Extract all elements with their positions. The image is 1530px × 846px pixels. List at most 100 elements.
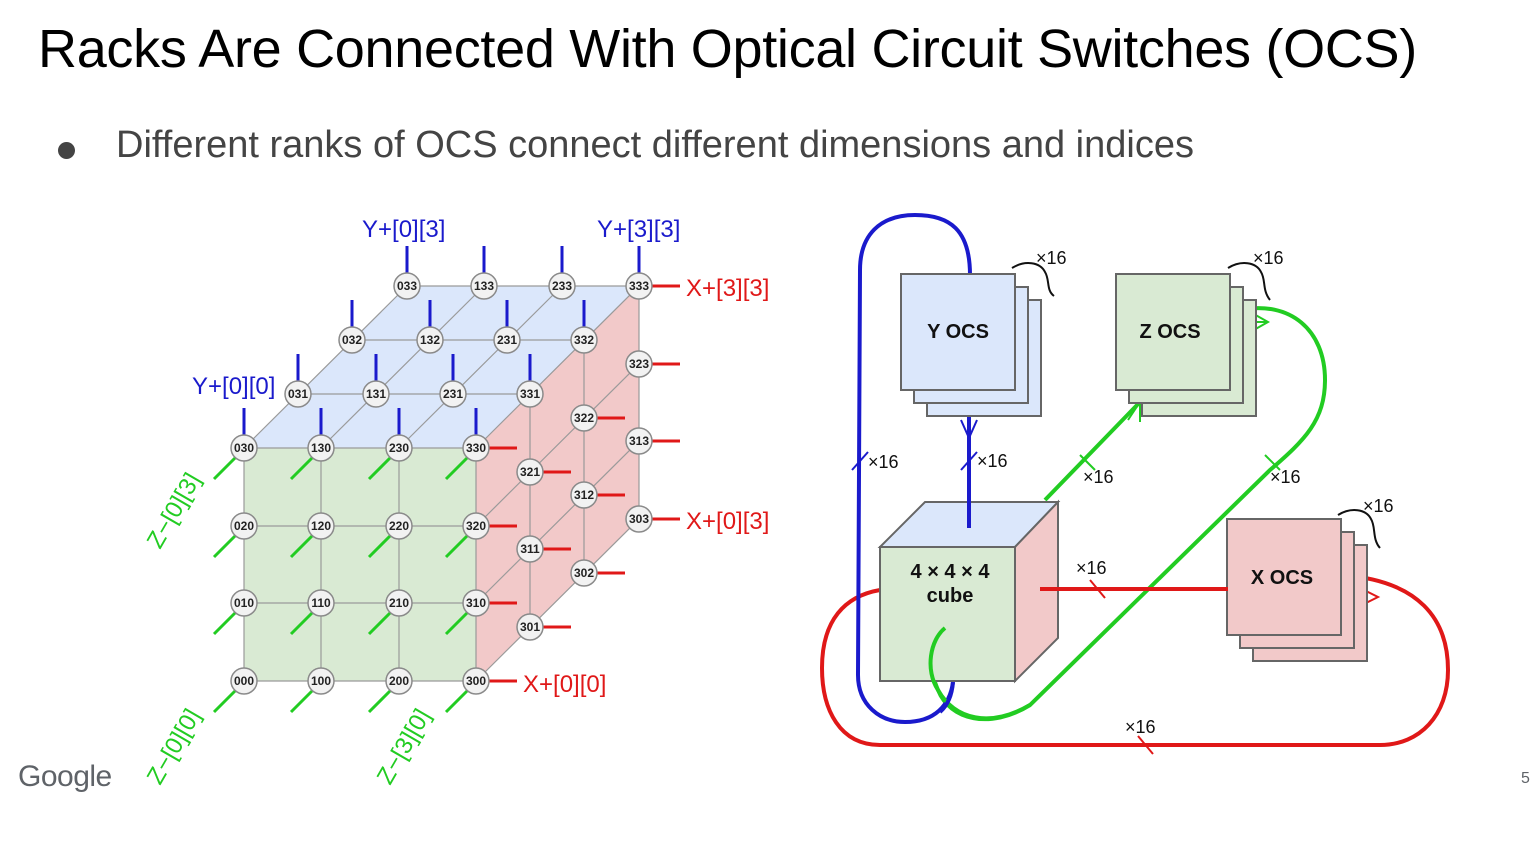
z-links [212,455,470,714]
svg-text:130: 130 [311,441,331,455]
rack-node: 320 [462,512,490,540]
rack-node: 231 [493,326,521,354]
rack-node: 301 [516,613,544,641]
multiplier-x-ocs: ×16 [1363,496,1394,516]
rack-node: 131 [362,380,390,408]
rack-node: 330 [462,434,490,462]
label-x-0-3: X+[0][3] [686,508,769,535]
rack-node: 200 [385,667,413,695]
z-ocs-label: Z OCS [1139,321,1200,343]
y-links [242,246,641,436]
page-number: 5 [1521,770,1530,787]
svg-text:231: 231 [497,333,517,347]
ocs-topology-diagram: Y OCS Z OCS X OCS 4 × 4 × 4 cube [819,212,1451,755]
svg-text:000: 000 [234,674,254,688]
svg-text:332: 332 [574,333,594,347]
multiplier-y-ocs: ×16 [1036,248,1067,268]
svg-text:210: 210 [389,596,409,610]
multiplier-x-loop: ×16 [1125,717,1156,737]
rack-node: 323 [625,350,653,378]
rack-node: 231 [439,380,467,408]
rack-node: 233 [548,272,576,300]
rack-node: 313 [625,427,653,455]
rack-node: 132 [416,326,444,354]
rack-node: 031 [284,380,312,408]
svg-text:313: 313 [629,434,649,448]
x-links [489,284,680,683]
svg-text:131: 131 [366,387,386,401]
rack-node: 303 [625,505,653,533]
svg-text:132: 132 [420,333,440,347]
label-z-0-3: Z−[0][3] [142,468,206,553]
multiplier-z-cube: ×16 [1083,467,1114,487]
svg-text:301: 301 [520,620,540,634]
bullet-text: Different ranks of OCS connect different… [116,124,1194,166]
label-y-0-0: Y+[0][0] [192,373,275,400]
cube-side-face [476,286,639,681]
cube-label-dimensions: 4 × 4 × 4 [911,561,991,583]
x-ocs-label: X OCS [1251,567,1313,589]
rack-node: 130 [307,434,335,462]
rack-node: 230 [385,434,413,462]
rack-node: 010 [230,589,258,617]
svg-text:032: 032 [342,333,362,347]
z-link-ticks [1079,454,1281,471]
rack-node: 312 [570,481,598,509]
rack-node: 033 [393,272,421,300]
svg-text:010: 010 [234,596,254,610]
slide-title: Racks Are Connected With Optical Circuit… [38,19,1417,79]
label-y-3-3: Y+[3][3] [597,216,680,243]
multiplier-y-loop: ×16 [868,452,899,472]
label-z-0-0: Z−[0][0] [142,704,206,789]
svg-text:303: 303 [629,512,649,526]
svg-text:302: 302 [574,566,594,580]
svg-text:100: 100 [311,674,331,688]
rack-node: 110 [307,589,335,617]
svg-text:220: 220 [389,519,409,533]
label-x-0-0: X+[0][0] [523,671,606,698]
svg-text:020: 020 [234,519,254,533]
z-ocs-stack: Z OCS [1115,273,1257,417]
y-link-ticks [851,451,978,471]
multiplier-y-down: ×16 [977,451,1008,471]
svg-text:333: 333 [629,279,649,293]
stack-braces [1011,262,1381,549]
svg-text:323: 323 [629,357,649,371]
rack-node: 133 [470,272,498,300]
svg-text:233: 233 [552,279,572,293]
svg-text:310: 310 [466,596,486,610]
cube-front-face [244,448,476,681]
rack-node: 100 [307,667,335,695]
rack-node: 322 [570,404,598,432]
label-y-0-3: Y+[0][3] [362,216,445,243]
svg-text:031: 031 [288,387,308,401]
rack-node: 311 [516,535,544,563]
svg-text:110: 110 [311,596,331,610]
bullet-dot-icon [58,142,75,159]
svg-text:331: 331 [520,387,540,401]
torus-cube-diagram: 000 100 200 300 010 110 210 310 020 120 … [142,216,770,789]
rack-node: 302 [570,559,598,587]
rack-node: 220 [385,512,413,540]
svg-text:033: 033 [397,279,417,293]
y-ocs-label: Y OCS [927,321,989,343]
multiplier-z-loop: ×16 [1270,467,1301,487]
label-x-3-3: X+[3][3] [686,275,769,302]
svg-text:230: 230 [389,441,409,455]
multiplier-z-ocs: ×16 [1253,248,1284,268]
x-ocs-stack: X OCS [1226,518,1368,662]
svg-text:120: 120 [311,519,331,533]
rack-node: 333 [625,272,653,300]
cube-top-face [244,286,639,448]
rack-node: 321 [516,458,544,486]
multiplier-x-cube: ×16 [1076,558,1107,578]
rack-node: 310 [462,589,490,617]
rack-node: 210 [385,589,413,617]
svg-text:231: 231 [443,387,463,401]
svg-text:300: 300 [466,674,486,688]
svg-text:330: 330 [466,441,486,455]
y-ocs-stack: Y OCS [900,273,1042,417]
svg-text:312: 312 [574,488,594,502]
cube-grid-lines [243,285,640,682]
google-logo: Google [18,760,112,793]
